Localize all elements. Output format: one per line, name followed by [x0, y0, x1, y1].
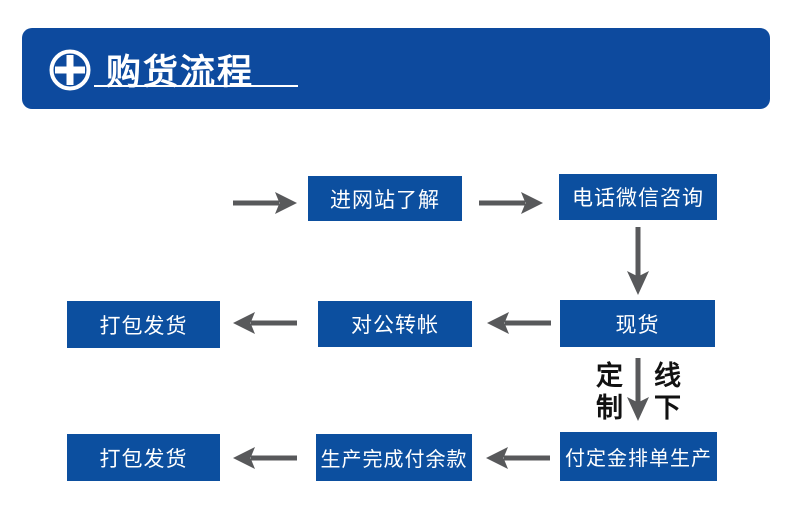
arrow-right-icon [479, 192, 543, 214]
plus-circle-icon [49, 49, 91, 91]
flow-step-corporate-transfer: 对公转帐 [318, 301, 472, 347]
flow-step-phone-wechat: 电话微信咨询 [559, 174, 717, 220]
header-banner: 购货流程 [22, 28, 770, 109]
flow-step-enter-website: 进网站了解 [308, 176, 462, 221]
flow-step-in-stock: 现货 [560, 300, 715, 347]
arrow-left-icon [233, 447, 297, 469]
arrow-left-icon [233, 312, 297, 334]
arrow-down-icon [627, 227, 649, 295]
arrow-down-icon [627, 358, 649, 421]
arrow-left-icon [486, 447, 550, 469]
branch-label-custom: 定制 [592, 361, 622, 425]
arrow-left-icon [487, 312, 551, 334]
page-title: 购货流程 [106, 53, 255, 92]
flow-step-pack-ship-1: 打包发货 [67, 301, 220, 348]
flow-step-pack-ship-2: 打包发货 [67, 434, 220, 481]
arrow-right-icon [233, 192, 297, 214]
title-underline [94, 85, 298, 87]
flow-step-pay-balance: 生产完成付余款 [316, 434, 472, 481]
branch-label-offline: 线下 [650, 361, 680, 425]
flow-step-deposit-schedule: 付定金排单生产 [560, 432, 717, 481]
